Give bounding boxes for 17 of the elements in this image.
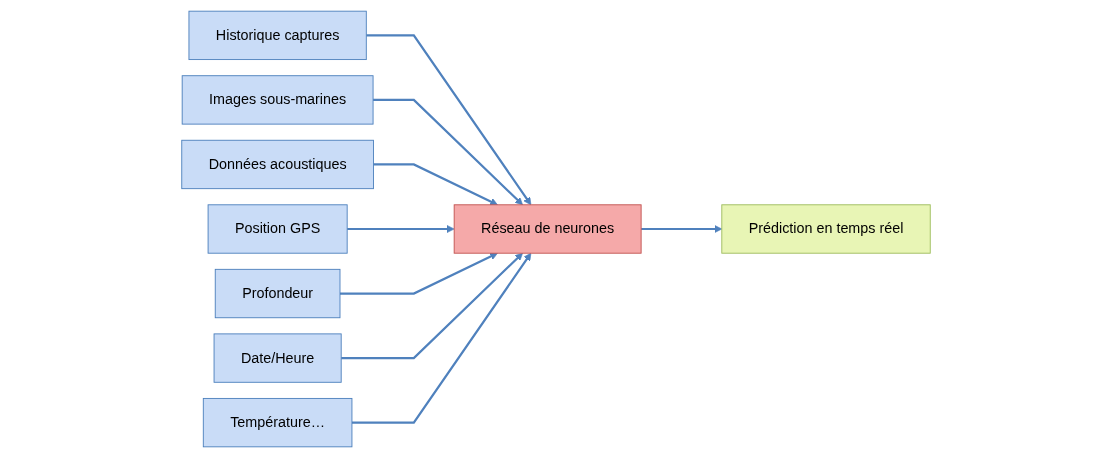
node-box: Profondeur [214,268,341,319]
arrow [641,225,723,233]
arrow [340,252,498,295]
node-box: Date/Heure [213,333,342,383]
arrow [373,163,498,206]
arrow [373,98,523,206]
node-box: Images sous-marines [181,75,374,125]
arrow [341,252,523,360]
node-box: Position GPS [207,204,348,254]
arrow [351,252,532,424]
arrow [347,225,455,233]
node-box: Réseau de neurones [453,204,642,254]
node-box: Historique captures [188,10,367,61]
node-box: Prédiction en temps réel [721,204,931,254]
node-box: Température… [202,397,353,448]
arrow [366,34,532,206]
node-box: Données acoustiques [181,139,374,190]
